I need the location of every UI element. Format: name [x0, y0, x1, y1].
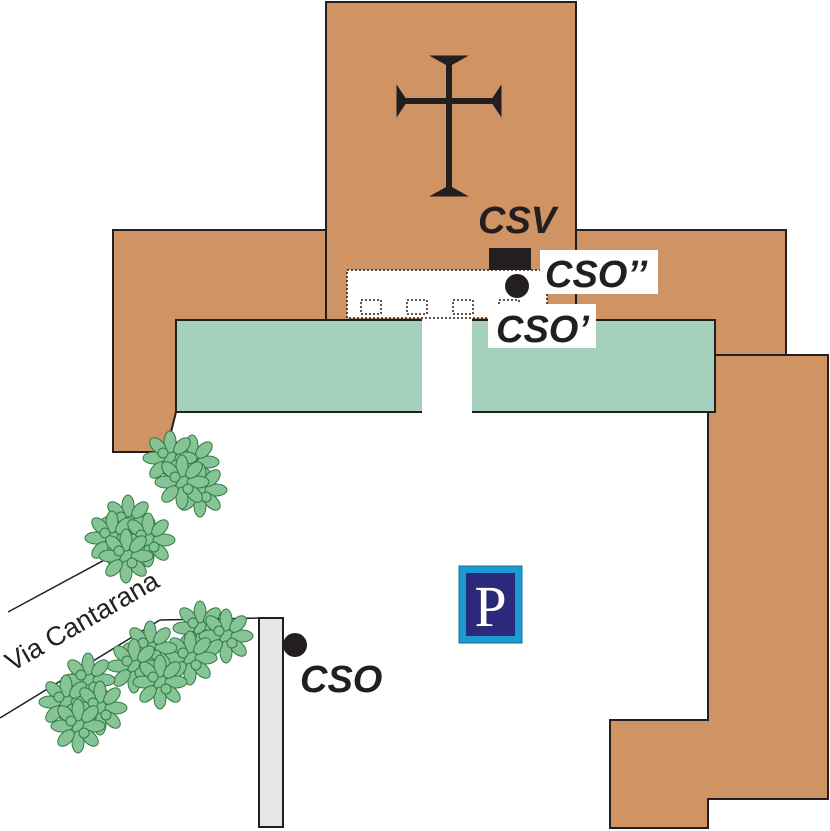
boundary-wall: [258, 617, 284, 828]
parking-letter: P: [474, 574, 506, 639]
parking-sign-icon: P: [458, 565, 523, 644]
churchyard-path: [422, 316, 472, 414]
dotted-box-1: [360, 299, 382, 315]
circle-marker-icon: [283, 633, 307, 657]
circle-marker-icon: [505, 274, 529, 298]
label-cso: CSO: [300, 659, 382, 701]
churchyard: [175, 316, 716, 414]
dotted-box-2: [406, 299, 428, 315]
rectangle-marker-icon: [489, 248, 531, 270]
label-cso-double-bg: [540, 250, 658, 294]
label-cso-double: CSO’’: [545, 254, 647, 296]
label-cso-single: CSO’: [496, 309, 589, 351]
label-cso-single-bg: [488, 304, 596, 348]
latin-cross-icon: [396, 55, 502, 197]
label-csv: CSV: [478, 200, 559, 242]
dotted-box-3: [452, 299, 474, 315]
buildings: [112, 1, 829, 829]
east-building: [609, 354, 829, 829]
